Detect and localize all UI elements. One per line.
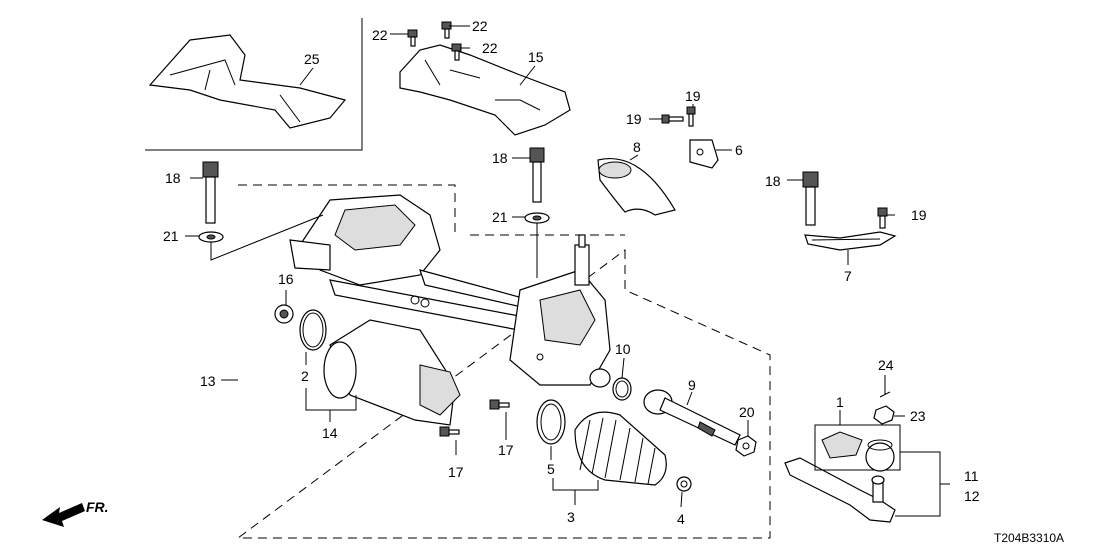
part-25-heat-shield: [148, 34, 347, 129]
part-16-nut: [274, 304, 294, 324]
washer-21-center: [524, 212, 550, 224]
bolt-22-b: [441, 21, 452, 39]
assembly-13-frame: [236, 184, 771, 539]
part-2-o-ring: [299, 309, 327, 351]
bolt-18-left: [202, 161, 219, 224]
front-direction-arrow: [42, 503, 85, 527]
part-11-tie-rod-end: [784, 457, 896, 523]
callout-21-center: 21: [492, 209, 508, 225]
bolt-19-a: [661, 114, 684, 124]
bolt-18-right: [802, 171, 819, 226]
bolt-17-b: [489, 399, 510, 410]
washer-21-left: [198, 231, 224, 243]
steering-rack-body: [289, 194, 611, 388]
callout-23: 23: [910, 408, 926, 424]
front-label: FR.: [86, 499, 109, 515]
callout-24: 24: [878, 357, 894, 373]
callout-25: 25: [304, 51, 320, 67]
bolt-22-a: [407, 29, 418, 47]
part-23-nut: [873, 405, 895, 425]
part-7-plate: [804, 231, 897, 251]
callout-2: 2: [301, 368, 309, 384]
callout-13: 13: [200, 373, 216, 389]
diagram-code: T204B3310A: [994, 531, 1064, 545]
callout-19-a: 19: [626, 111, 642, 127]
callout-20: 20: [739, 404, 755, 420]
bolt-19-b: [686, 106, 696, 127]
callout-17-a: 17: [448, 464, 464, 480]
callout-22-b: 22: [472, 18, 488, 34]
callout-14: 14: [322, 425, 338, 441]
callout-19-c: 19: [911, 207, 927, 223]
callout-5: 5: [547, 461, 555, 477]
bolt-19-c: [877, 207, 888, 229]
callout-19-b: 19: [685, 88, 701, 104]
callout-18-center: 18: [492, 150, 508, 166]
part-1-boot-kit-box: [814, 424, 901, 472]
callout-16: 16: [278, 271, 294, 287]
callout-21-left: 21: [163, 228, 179, 244]
callout-17-b: 17: [498, 442, 514, 458]
part-14-motor: [323, 319, 461, 426]
callout-7: 7: [844, 268, 852, 284]
leader-lines: [185, 25, 950, 517]
part-9-tie-rod: [643, 389, 741, 446]
callout-8: 8: [633, 139, 641, 155]
callout-3: 3: [567, 509, 575, 525]
part-8-grommet: [597, 158, 676, 216]
callout-4: 4: [677, 511, 685, 527]
callout-18-left: 18: [165, 170, 181, 186]
callout-6: 6: [735, 142, 743, 158]
bolt-17-a: [439, 426, 460, 437]
inset-frame: [145, 18, 363, 151]
callout-22-c: 22: [482, 40, 498, 56]
part-3-boot: [574, 411, 667, 486]
callout-1: 1: [836, 394, 844, 410]
part-4-clip: [676, 476, 692, 492]
part-6-bracket: [689, 139, 719, 169]
callout-18-right: 18: [765, 173, 781, 189]
callout-22-a: 22: [372, 27, 388, 43]
callout-12: 12: [964, 488, 980, 504]
callout-15: 15: [528, 49, 544, 65]
callout-11: 11: [964, 468, 979, 484]
callout-10: 10: [615, 341, 631, 357]
callout-9: 9: [688, 377, 696, 393]
bolt-18-center: [529, 147, 545, 203]
part-10-ring: [612, 377, 632, 401]
part-5-clamp: [536, 399, 566, 445]
part-20-nut: [735, 435, 757, 457]
part-15-heat-shield: [399, 44, 571, 136]
